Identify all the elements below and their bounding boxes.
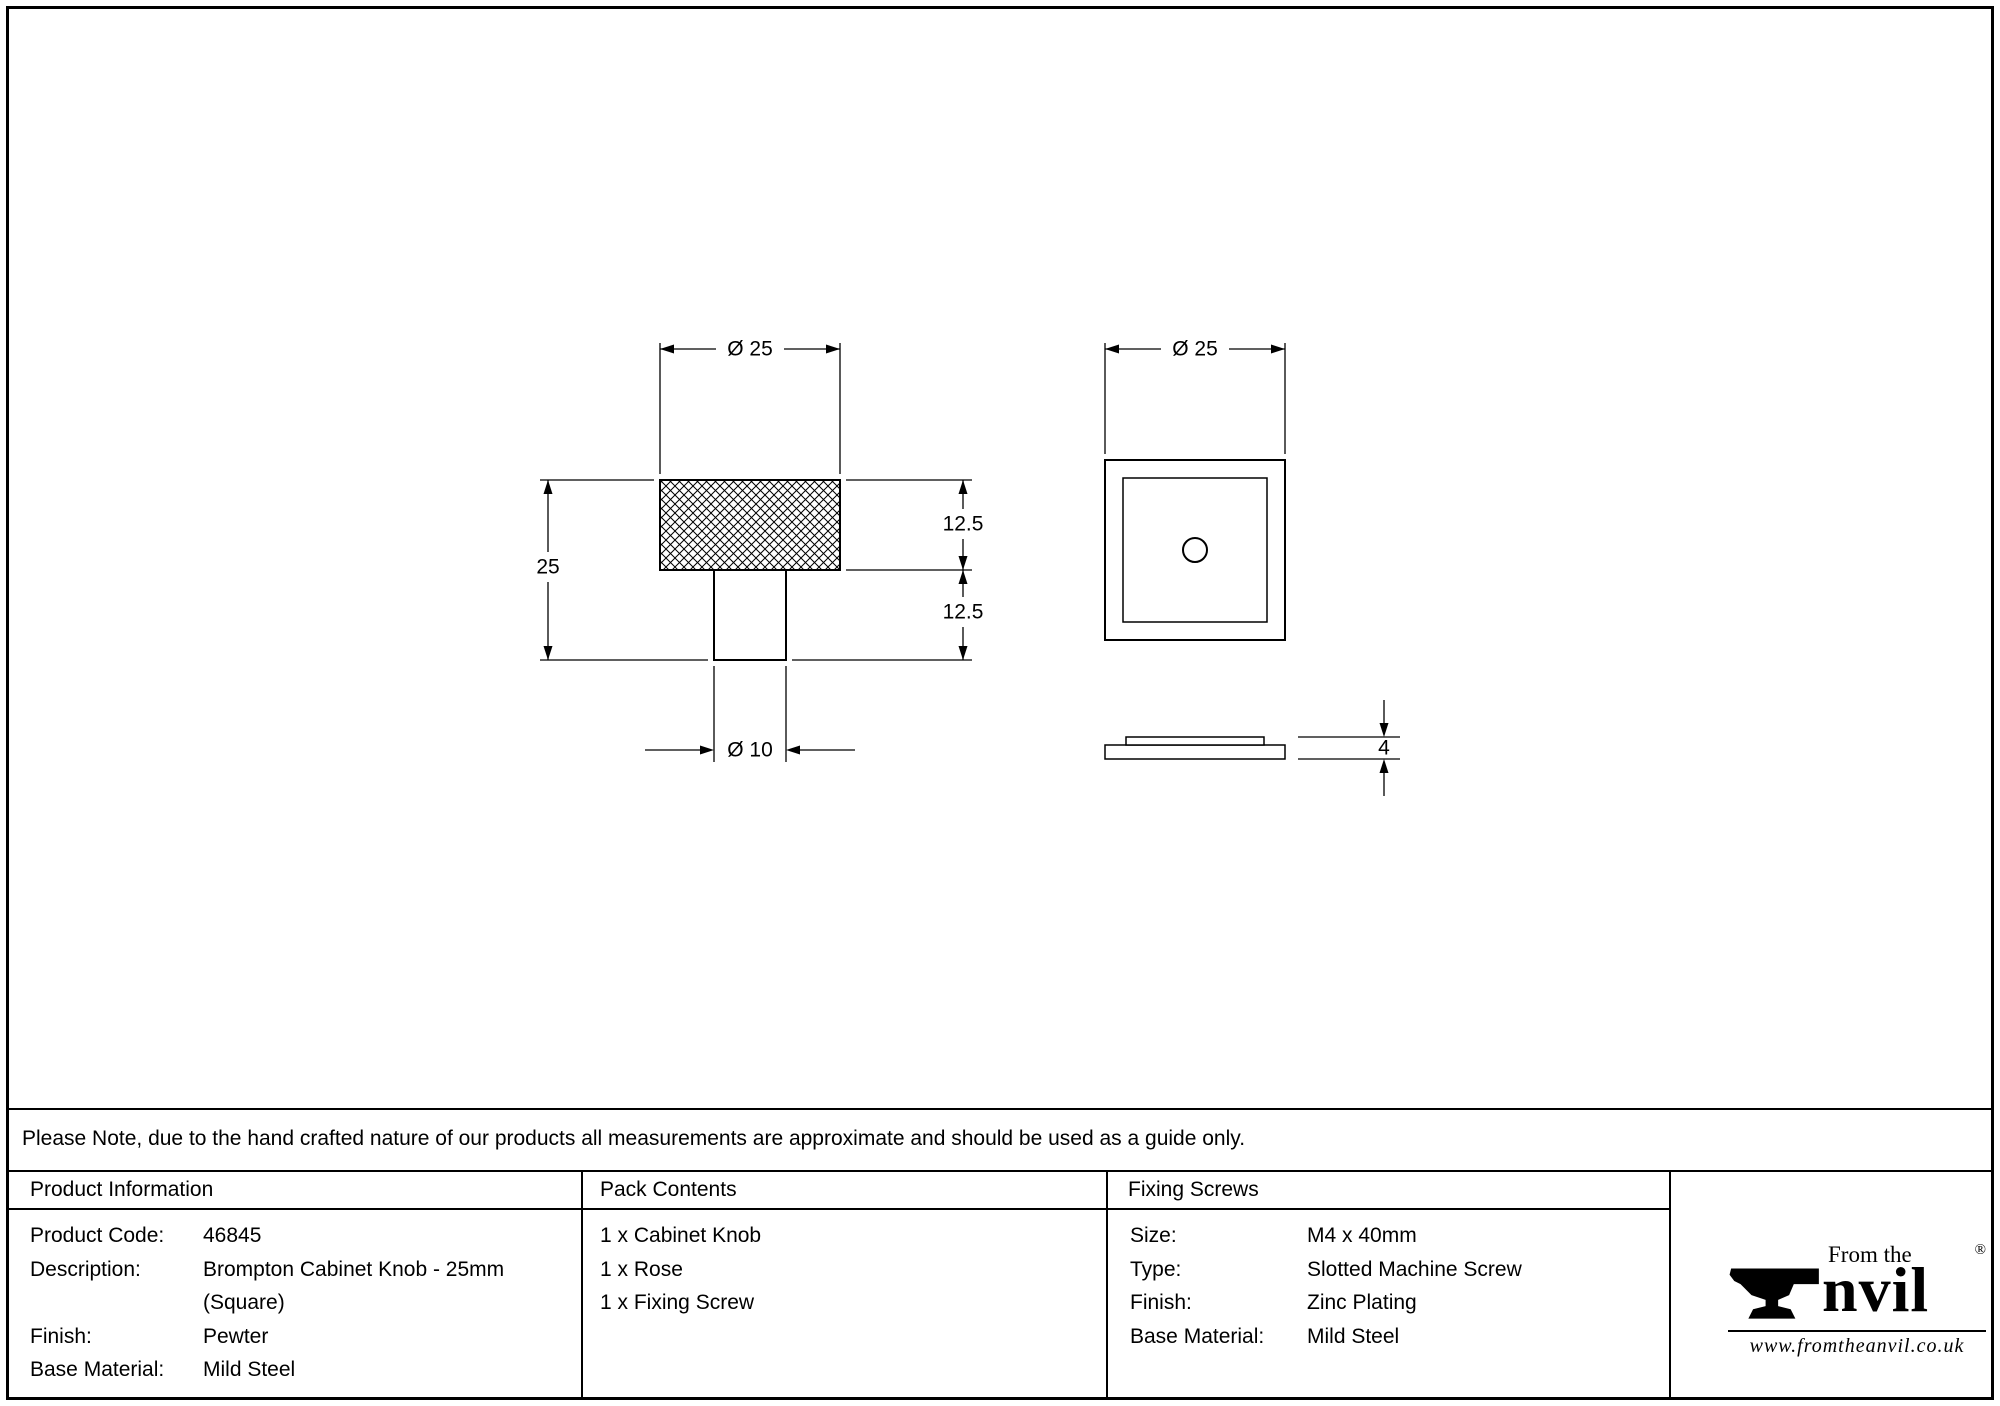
anvil-icon [1729,1268,1819,1319]
page-border: Ø 25 25 [6,6,1994,1400]
description-value: Brompton Cabinet Knob - 25mm [203,1257,505,1281]
dimension-side-top [659,343,841,474]
product-code-value: 46845 [203,1224,262,1247]
knob-head-knurled [659,479,841,571]
table-row: Base Material: Mild Steel [30,1353,570,1387]
table-row: Finish: Pewter [30,1320,570,1354]
logo-rule [1728,1330,1986,1332]
list-item: 1 x Fixing Screw [600,1291,755,1314]
product-information-cell: Product Code: 46845 Description: Brompto… [30,1219,570,1387]
header-pack-contents: Pack Contents [600,1178,737,1201]
product-code-label: Product Code: [30,1224,165,1247]
table-divider-2 [1106,1172,1108,1397]
type-value: Slotted Machine Screw [1307,1257,1522,1281]
rose-inner-square [1122,477,1268,623]
screw-base-material-value: Mild Steel [1307,1324,1400,1348]
pack-contents-cell: 1 x Cabinet Knob 1 x Rose 1 x Fixing Scr… [600,1219,1080,1320]
dimension-rose-thickness [1298,700,1400,796]
table-row: Description: Brompton Cabinet Knob - 25m… [30,1253,570,1287]
side-view: Ø 25 25 [536,338,984,762]
screw-finish-label: Finish: [1130,1291,1192,1314]
finish-label: Finish: [30,1324,92,1348]
technical-drawing: Ø 25 25 [536,338,1400,796]
table-row: (Square) [30,1286,570,1320]
dim-side-height-label: 25 [536,556,559,579]
table-header-rule [9,1208,1669,1210]
dim-side-top-label: Ø 25 [727,338,773,361]
screw-base-material-label: Base Material: [1130,1324,1265,1348]
note-text: Please Note, due to the hand crafted nat… [22,1127,1246,1150]
brand-logo: From the nvil ® www.fromtheanvil.co.uk [1728,1242,1986,1358]
fixing-screws-cell: Size: M4 x 40mm Type: Slotted Machine Sc… [1130,1219,1650,1353]
list-item: 1 x Cabinet Knob [600,1224,762,1247]
table-row: Finish: Zinc Plating [1130,1286,1650,1320]
rose-profile-base [1104,744,1286,760]
dim-stem-depth-label: 12.5 [943,601,984,624]
logo-brand-text: nvil [1822,1254,1930,1325]
dim-front-top-label: Ø 25 [1172,338,1218,361]
dim-rose-thickness-label: 4 [1378,737,1390,760]
logo-tagline: From the [1828,1242,1912,1267]
table-row: Base Material: Mild Steel [1130,1320,1650,1354]
description-label-cont [30,1286,203,1320]
dim-stem-label: Ø 10 [727,739,773,762]
base-material-value: Mild Steel [203,1358,296,1381]
description-label: Description: [30,1257,141,1281]
finish-value: Pewter [203,1324,269,1348]
note-top-rule [9,1108,1991,1110]
logo-website: www.fromtheanvil.co.uk [1749,1335,1965,1357]
registered-mark: ® [1974,1242,1986,1258]
knob-stem [713,569,787,661]
size-value: M4 x 40mm [1307,1224,1417,1247]
table-divider-1 [581,1172,583,1397]
table-divider-3 [1669,1172,1671,1397]
screw-hole [1182,537,1208,563]
type-label: Type: [1130,1257,1182,1281]
list-item: 1 x Rose [600,1257,683,1281]
brand-logo-row: From the nvil ® [1728,1242,1986,1328]
header-fixing-screws: Fixing Screws [1128,1178,1259,1201]
table-row: Type: Slotted Machine Screw [1130,1253,1650,1287]
rose-profile-top [1125,736,1265,746]
dim-knob-depth-label: 12.5 [943,513,984,536]
screw-finish-value: Zinc Plating [1307,1291,1417,1314]
size-label: Size: [1130,1224,1177,1247]
header-product-information: Product Information [30,1178,214,1201]
description-value-cont: (Square) [203,1291,285,1314]
note-bottom-rule [9,1170,1991,1172]
table-row: Size: M4 x 40mm [1130,1219,1650,1253]
table-row: Product Code: 46845 [30,1219,570,1253]
dimension-stem-width [645,666,855,762]
front-view: Ø 25 4 [1104,338,1400,796]
base-material-label: Base Material: [30,1358,165,1381]
